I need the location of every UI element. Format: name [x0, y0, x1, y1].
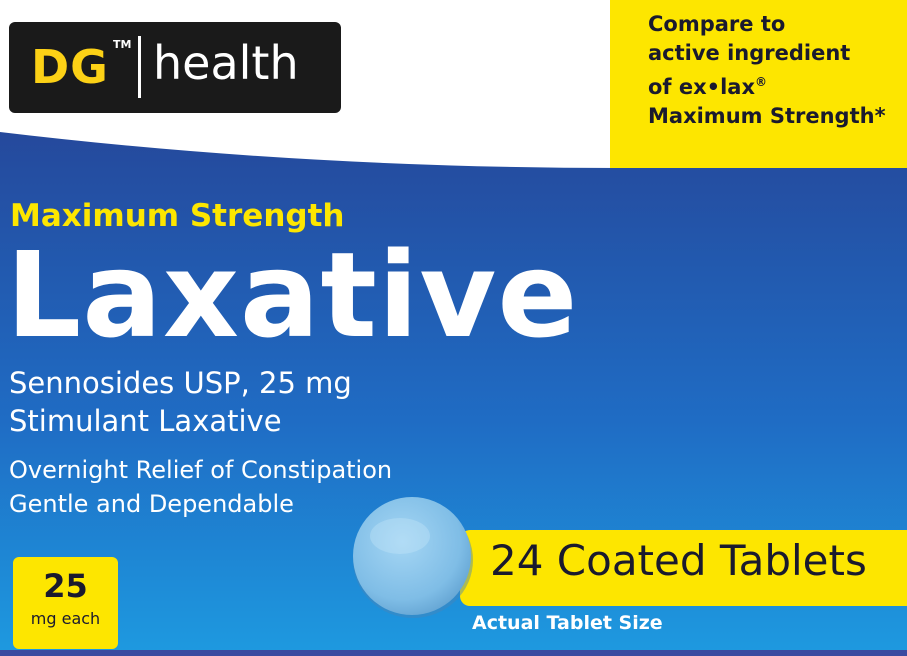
- tablet-count-band: 24 Coated Tablets: [460, 530, 907, 606]
- claim-overnight: Overnight Relief of Constipation: [9, 456, 393, 484]
- bottom-border: [0, 650, 907, 656]
- blue-panel: [0, 132, 907, 656]
- compare-line-3-text: of ex•lax: [648, 75, 755, 99]
- dose-unit: mg each: [30, 609, 101, 628]
- compare-line-2: active ingredient: [648, 41, 851, 65]
- logo-health-text: health: [153, 36, 299, 90]
- compare-text: Compare to active ingredient of ex•lax® …: [648, 10, 886, 131]
- compare-line-3: of ex•lax®: [648, 68, 886, 102]
- active-ingredient: Sennosides USP, 25 mg: [9, 366, 352, 400]
- logo-divider: [138, 36, 141, 98]
- logo-trademark: TM: [113, 38, 132, 51]
- dose-badge: 25 mg each: [13, 557, 118, 649]
- actual-size-note: Actual Tablet Size: [472, 612, 663, 634]
- compare-line-4: Maximum Strength*: [648, 104, 886, 128]
- product-name: Laxative: [6, 226, 579, 364]
- claim-gentle: Gentle and Dependable: [9, 490, 294, 518]
- tablet-image: [353, 497, 473, 618]
- compare-badge: Compare to active ingredient of ex•lax® …: [610, 0, 907, 168]
- product-category: Stimulant Laxative: [9, 404, 282, 438]
- registered-mark: ®: [755, 75, 767, 89]
- tablet-count: 24 Coated Tablets: [490, 536, 867, 585]
- dose-amount: 25: [43, 567, 88, 605]
- strength-label: Maximum Strength: [10, 198, 345, 234]
- dg-health-logo: DG TM health: [9, 22, 341, 113]
- compare-line-1: Compare to: [648, 12, 786, 36]
- logo-dg-text: DG: [31, 40, 109, 94]
